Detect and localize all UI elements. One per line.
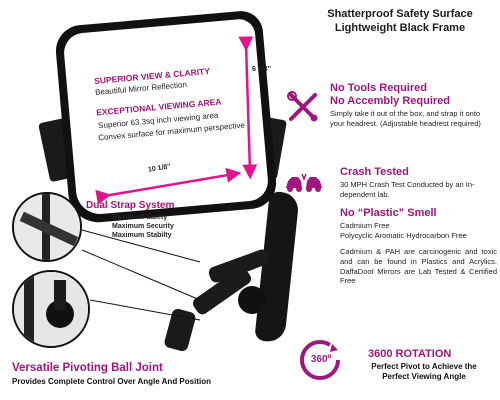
feature-title-shatterproof: Shatterproof Safety Surface [327, 8, 473, 20]
feature-no-tools-text: Simply take it out of the box, and strap… [330, 109, 481, 128]
strap-title: Dual Strap System [86, 200, 175, 211]
feature-title-frame: Lightweight Black Frame [334, 22, 466, 34]
rotation-title: 3600 ROTATION [368, 348, 452, 360]
mirror-height-label: 6 1/4" [252, 66, 271, 73]
feature-pah-free: Polycyclic Aromatic Hydrocarbon Free [340, 231, 467, 240]
feature-smell-paragraph: Cadmium & PAH are carcinogenic and toxic… [340, 247, 497, 286]
feature-no-assembly-heading: No Accembly Required [330, 95, 451, 107]
strap-line-stability: Maximum Stabilty [112, 232, 172, 239]
rotation-badge: 360º [310, 354, 332, 365]
feature-smell-heading: No “Plastic” Smell [340, 207, 437, 219]
feature-crash-heading: Crash Tested [340, 166, 409, 178]
rotation-360-icon [300, 340, 340, 380]
strap-line-security: Maximum Security [112, 223, 174, 230]
feature-cadmium-free: Cadmium Free [340, 221, 390, 230]
strap-line-safety: Maximum Safety [112, 214, 168, 221]
ball-joint [238, 286, 266, 314]
feature-no-tools-heading: No Tools Required [330, 82, 427, 94]
ball-joint-subtitle: Provides Complete Control Over Angle And… [12, 377, 211, 386]
rotation-sub-line1: Perfect Pivot to Achieve the [371, 362, 477, 371]
strap-detail-circle [12, 192, 82, 262]
ball-joint-title: Versatile Pivoting Ball Joint [12, 362, 163, 374]
feature-crash-text: 30 MPH Crash Test Conducted by an In-dep… [340, 180, 475, 199]
ball-joint-detail-circle [12, 270, 90, 348]
crash-car-icon [286, 173, 322, 192]
rotation-sub-line2: Perfect Viewing Angle [382, 372, 466, 381]
tools-icon [287, 91, 318, 122]
